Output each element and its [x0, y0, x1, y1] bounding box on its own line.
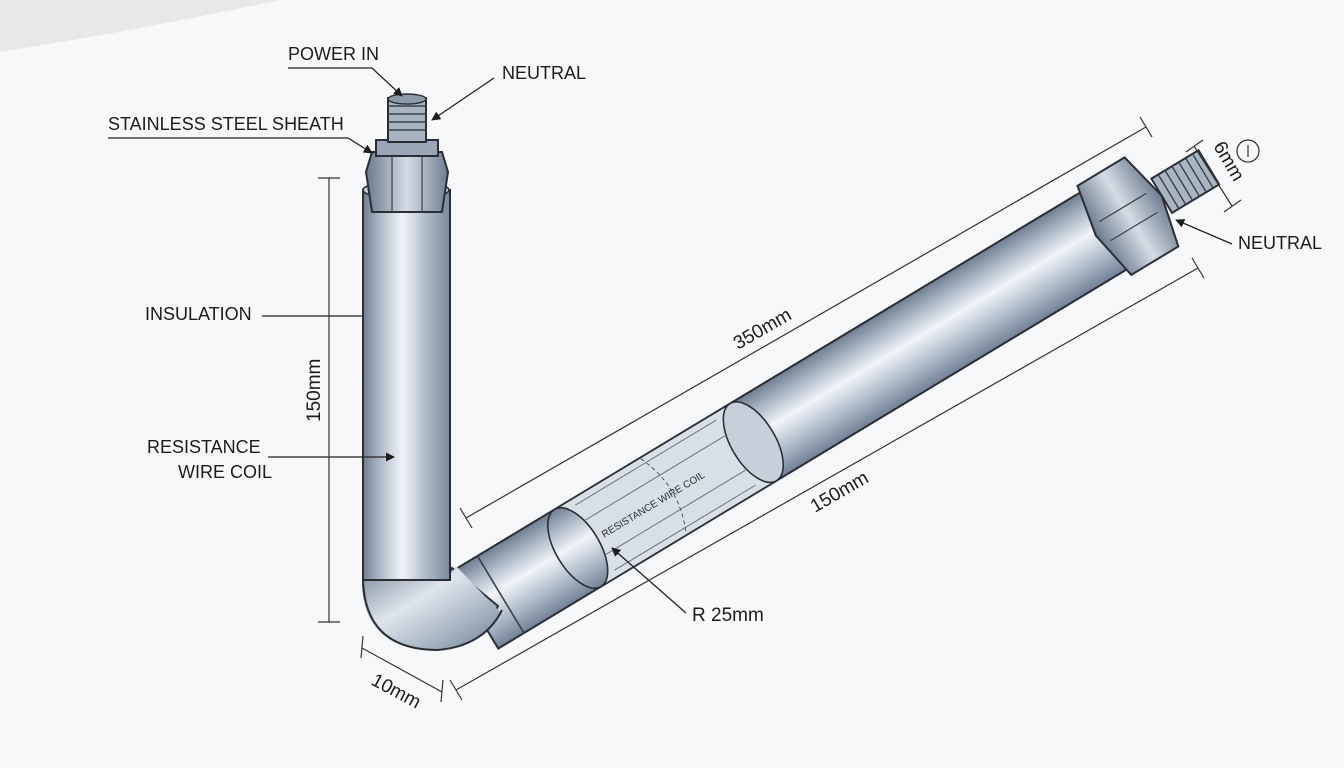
vertical-tube [362, 189, 451, 581]
label-neutral-top: NEUTRAL [502, 63, 586, 83]
sheet-corner [0, 0, 280, 52]
label-resistance-line2: WIRE COIL [178, 462, 272, 482]
heater-tube: RESISTANCE WIRE COIL [361, 93, 1221, 652]
callouts: POWER IN NEUTRAL STAINLESS STEEL SHEATH … [108, 44, 1322, 626]
end-nut [1076, 156, 1180, 277]
end-thread [1150, 148, 1221, 215]
dim-vertical-length: 150mm [304, 359, 325, 422]
label-resistance-line1: RESISTANCE [147, 437, 261, 457]
dim-diagonal-lower: 150mm [807, 467, 872, 517]
diagonal-tube [450, 190, 1129, 650]
label-power-in: POWER IN [288, 44, 379, 64]
dim-diameter: 10mm [368, 670, 424, 713]
label-neutral-right: NEUTRAL [1238, 233, 1322, 253]
label-sheath: STAINLESS STEEL SHEATH [108, 114, 344, 134]
cutaway-section: RESISTANCE WIRE COIL [547, 401, 785, 589]
label-insulation: INSULATION [145, 304, 252, 324]
label-bend-radius: R 25mm [692, 605, 764, 626]
info-circle-icon [1236, 139, 1260, 163]
top-nut [364, 151, 450, 213]
